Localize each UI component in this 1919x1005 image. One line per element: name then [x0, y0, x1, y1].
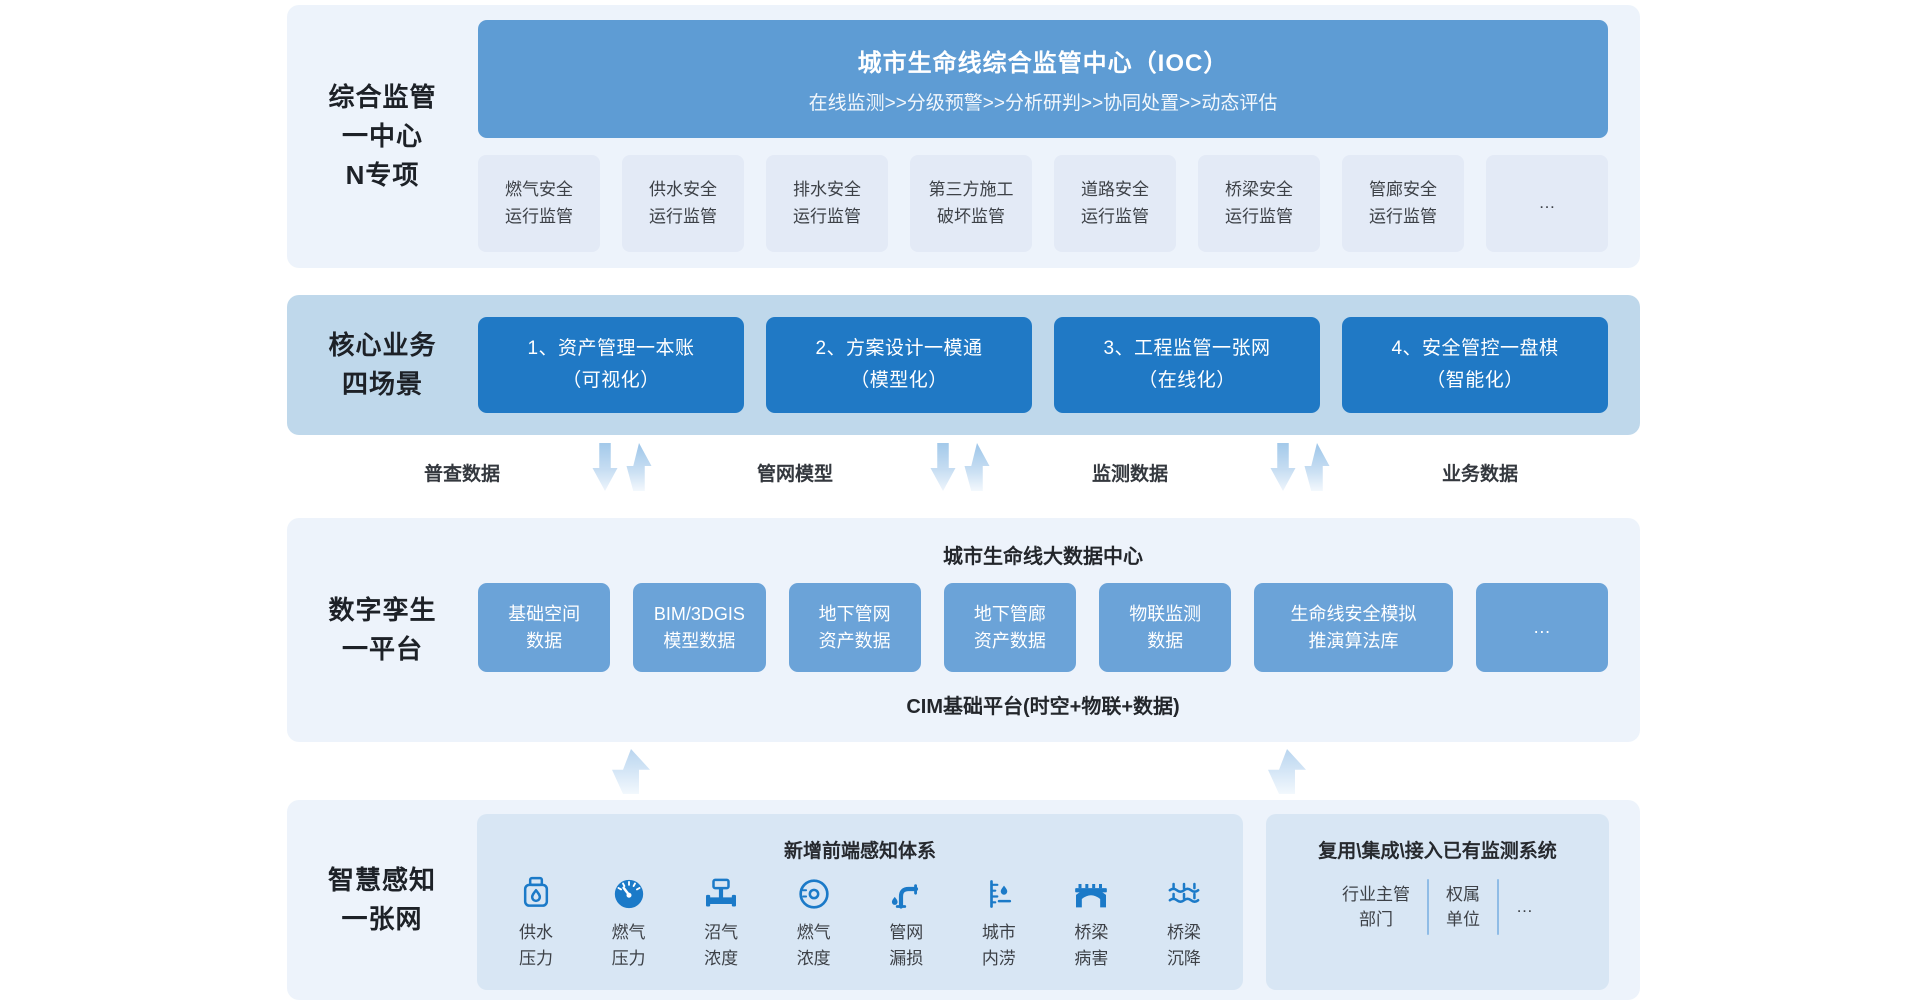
data-box-bim-3dgis: BIM/3DGIS 模型数据 — [633, 583, 766, 672]
vertical-divider — [1497, 879, 1499, 935]
new-sensing-panel: 新增前端感知体系 供水 压力 — [477, 814, 1243, 990]
flood-gauge-icon — [979, 874, 1019, 914]
down-arrow-icon — [930, 443, 956, 491]
section3-content: 城市生命线大数据中心 基础空间 数据 BIM/3DGIS 模型数据 地下管网 资… — [478, 518, 1640, 742]
data-box-iot-monitoring: 物联监测 数据 — [1099, 583, 1232, 672]
vertical-divider — [1427, 879, 1429, 935]
water-meter-icon — [516, 874, 556, 914]
section1-label-line: 一中心 — [341, 121, 423, 151]
flow-label-business-data: 业务数据 — [1441, 464, 1519, 485]
existing-item-industry-dept: 行业主管 部门 — [1342, 884, 1410, 930]
section2-label: 核心业务 四场景 — [287, 295, 478, 435]
sensor-pipe-leakage: 管网 漏损 — [869, 874, 943, 971]
section-smart-sensing: 智慧感知 一张网 新增前端感知体系 供水 压力 — [287, 800, 1640, 1000]
sensor-row: 供水 压力 — [477, 874, 1243, 971]
ioc-header-bar: 城市生命线综合监管中心（IOC） 在线监测>>分级预警>>分析研判>>协同处置>… — [478, 20, 1608, 138]
sensor-label: 桥梁 病害 — [1074, 923, 1109, 968]
up-arrow-icon — [1304, 443, 1330, 491]
ioc-title: 城市生命线综合监管中心（IOC） — [857, 50, 1229, 77]
sensor-biogas-concentration: 沼气 浓度 — [684, 874, 758, 971]
flow-arrows — [930, 443, 990, 491]
flow-label-monitoring-data: 监测数据 — [1091, 464, 1169, 485]
sensor-label: 沼气 浓度 — [704, 923, 739, 968]
existing-systems-row: 行业主管 部门 权属 单位 … — [1266, 879, 1609, 935]
section3-label: 数字孪生 一平台 — [287, 518, 478, 742]
scenario-box-row: 1、资产管理一本账 （可视化） 2、方案设计一模通 （模型化） 3、工程监管一张… — [478, 317, 1608, 413]
section2-label-line: 四场景 — [341, 369, 423, 399]
supervision-box-third-party: 第三方施工 破坏监管 — [910, 155, 1032, 252]
supervision-box-row: 燃气安全 运行监管 供水安全 运行监管 排水安全 运行监管 第三方施工 破坏监管… — [478, 155, 1608, 252]
sensor-water-pressure: 供水 压力 — [499, 874, 573, 971]
cim-platform-label: CIM基础平台(时空+物联+数据) — [906, 696, 1180, 718]
existing-systems-panel: 复用\集成\接入已有监测系统 行业主管 部门 权属 单位 … — [1266, 814, 1609, 990]
sensor-bridge-settlement: 桥梁 沉降 — [1147, 874, 1221, 971]
pressure-gauge-icon — [609, 874, 649, 914]
section-comprehensive-supervision: 综合监管 一中心 N专项 城市生命线综合监管中心（IOC） 在线监测>>分级预警… — [287, 5, 1640, 268]
up-arrow-icon — [964, 443, 990, 491]
supervision-box-more: … — [1486, 155, 1608, 252]
section-digital-twin: 数字孪生 一平台 城市生命线大数据中心 基础空间 数据 BIM/3DGIS 模型… — [287, 518, 1640, 742]
sensor-label: 桥梁 沉降 — [1166, 923, 1201, 968]
down-arrow-icon — [1270, 443, 1296, 491]
section-core-business: 核心业务 四场景 1、资产管理一本账 （可视化） 2、方案设计一模通 （模型化）… — [287, 295, 1640, 435]
supervision-box-water-supply: 供水安全 运行监管 — [622, 155, 744, 252]
data-box-corridor-asset: 地下管廊 资产数据 — [943, 583, 1077, 672]
existing-item-owner-unit: 权属 单位 — [1446, 884, 1480, 930]
data-box-simulation-algorithms: 生命线安全模拟 推演算法库 — [1254, 583, 1453, 672]
down-arrow-icon — [592, 443, 618, 491]
up-arrow-icon — [1268, 749, 1306, 794]
flow-arrows — [592, 443, 652, 491]
section1-label: 综合监管 一中心 N专项 — [287, 5, 478, 268]
scenario-box-design: 2、方案设计一模通 （模型化） — [766, 317, 1032, 413]
supervision-box-bridge: 桥梁安全 运行监管 — [1198, 155, 1320, 252]
scenario-box-project: 3、工程监管一张网 （在线化） — [1054, 317, 1320, 413]
scenario-box-safety: 4、安全管控一盘棋 （智能化） — [1342, 317, 1608, 413]
section1-label-line: N专项 — [345, 160, 420, 190]
big-data-center-title: 城市生命线大数据中心 — [943, 546, 1143, 568]
supervision-box-drainage: 排水安全 运行监管 — [766, 155, 888, 252]
section4-label: 智慧感知 一张网 — [287, 800, 477, 1000]
sensor-gas-concentration: 燃气 浓度 — [777, 874, 851, 971]
up-arrow-icon — [612, 749, 650, 794]
gas-detector-icon — [794, 874, 834, 914]
data-box-row: 基础空间 数据 BIM/3DGIS 模型数据 地下管网 资产数据 地下管廊 资产… — [478, 583, 1608, 672]
section4-label-line: 智慧感知 — [327, 865, 436, 895]
supervision-box-corridor: 管廊安全 运行监管 — [1342, 155, 1464, 252]
existing-systems-title: 复用\集成\接入已有监测系统 — [1318, 841, 1557, 862]
sensor-label: 燃气 浓度 — [796, 923, 831, 968]
section2-label-line: 核心业务 — [328, 330, 437, 360]
flow-label-pipe-model: 管网模型 — [756, 464, 834, 485]
up-arrow-icon — [626, 443, 652, 491]
data-box-more: … — [1475, 583, 1608, 672]
bridge-settlement-icon — [1164, 874, 1204, 914]
ioc-subtitle: 在线监测>>分级预警>>分析研判>>协同处置>>动态评估 — [808, 93, 1278, 114]
supervision-box-road: 道路安全 运行监管 — [1054, 155, 1176, 252]
sensor-label: 供水 压力 — [519, 923, 553, 968]
new-sensing-title: 新增前端感知体系 — [783, 841, 936, 862]
sensor-label: 城市 内涝 — [981, 923, 1016, 968]
data-box-pipe-asset: 地下管网 资产数据 — [788, 583, 921, 672]
section2-content: 1、资产管理一本账 （可视化） 2、方案设计一模通 （模型化） 3、工程监管一张… — [478, 295, 1640, 435]
supervision-box-gas: 燃气安全 运行监管 — [478, 155, 600, 252]
sensor-bridge-defect: 桥梁 病害 — [1054, 874, 1128, 971]
sensor-gas-pressure: 燃气 压力 — [592, 874, 666, 971]
sensor-label: 管网 漏损 — [889, 923, 924, 968]
section1-content: 城市生命线综合监管中心（IOC） 在线监测>>分级预警>>分析研判>>协同处置>… — [478, 5, 1640, 268]
section3-label-line: 一平台 — [341, 634, 423, 664]
bridge-icon — [1071, 874, 1111, 914]
pipe-leak-icon — [886, 874, 926, 914]
section3-label-line: 数字孪生 — [328, 595, 437, 625]
flow-label-survey-data: 普查数据 — [423, 464, 501, 485]
scenario-box-asset: 1、资产管理一本账 （可视化） — [478, 317, 744, 413]
flow-arrows — [1270, 443, 1330, 491]
existing-item-more: … — [1516, 897, 1533, 917]
flow-meter-icon — [701, 874, 741, 914]
section4-content: 新增前端感知体系 供水 压力 — [477, 800, 1640, 1000]
section1-label-line: 综合监管 — [328, 82, 437, 112]
sensor-label: 燃气 压力 — [611, 923, 646, 968]
sensor-urban-waterlogging: 城市 内涝 — [962, 874, 1036, 971]
section4-label-line: 一张网 — [341, 904, 423, 934]
data-box-base-spatial: 基础空间 数据 — [478, 583, 611, 672]
